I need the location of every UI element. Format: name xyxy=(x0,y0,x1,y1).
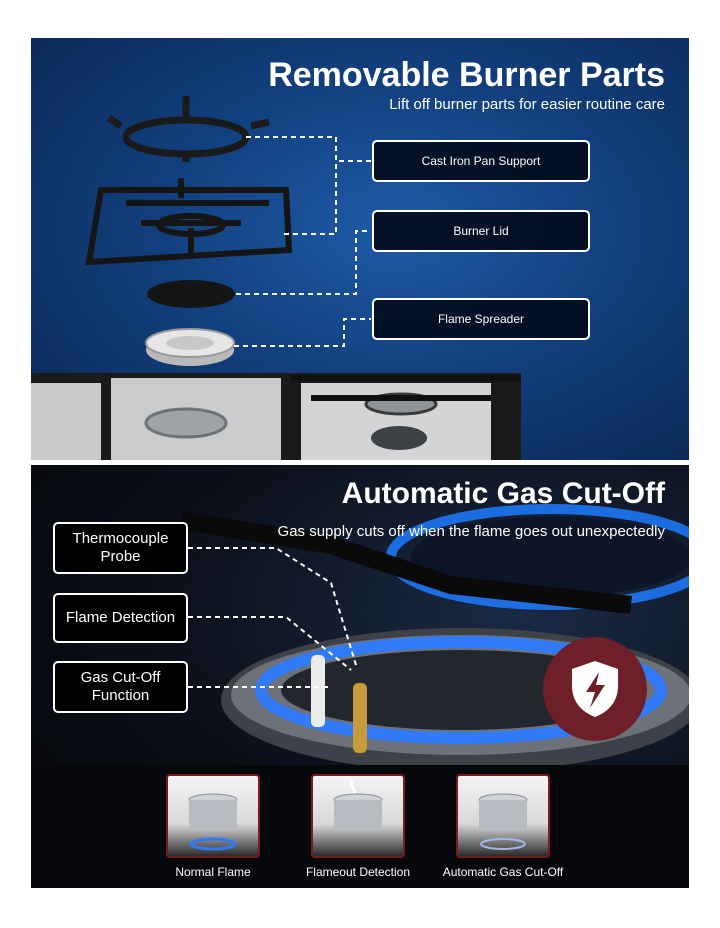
thumbnail-automatic-gas-cut-off xyxy=(456,774,550,858)
flame-spreader xyxy=(145,328,235,366)
thumbnail-flameout-detection xyxy=(311,774,405,858)
label-gas-cut-off-function: Gas Cut-Off Function xyxy=(53,661,188,713)
wok-ring-support xyxy=(107,96,270,162)
removable-parts-panel: Removable Burner Parts Lift off burner p… xyxy=(31,38,689,460)
label-burner-lid: Burner Lid xyxy=(372,210,590,252)
cooktop-preview xyxy=(31,373,521,460)
burner-parts-illustration xyxy=(31,96,521,460)
ignition-probe xyxy=(311,655,325,727)
leader-lines xyxy=(188,547,357,688)
shield-lightning-icon xyxy=(572,661,618,717)
section-title: Automatic Gas Cut-Off xyxy=(341,477,665,510)
label-flame-detection: Flame Detection xyxy=(53,593,188,643)
label-cast-iron-pan-support: Cast Iron Pan Support xyxy=(372,140,590,182)
leader-lines xyxy=(234,136,371,347)
section-title: Removable Burner Parts xyxy=(268,56,665,94)
label-flame-spreader: Flame Spreader xyxy=(372,298,590,340)
gas-cutoff-panel: Automatic Gas Cut-Off Gas supply cuts of… xyxy=(31,465,689,888)
caption-automatic-gas-cut-off: Automatic Gas Cut-Off xyxy=(442,865,564,879)
burner-lid xyxy=(147,280,235,308)
section-subtitle: Gas supply cuts off when the flame goes … xyxy=(277,523,665,540)
pan-support-arm xyxy=(179,511,632,614)
thermocouple-probe xyxy=(353,683,367,753)
thumbnail-normal-flame xyxy=(166,774,260,858)
label-thermocouple-probe: Thermocouple Probe xyxy=(53,522,188,574)
section-subtitle: Lift off burner parts for easier routine… xyxy=(389,96,665,113)
caption-normal-flame: Normal Flame xyxy=(175,865,251,879)
caption-flameout-detection: Flameout Detection xyxy=(305,865,411,879)
cast-iron-grate xyxy=(85,178,293,266)
safety-badge xyxy=(543,637,647,741)
